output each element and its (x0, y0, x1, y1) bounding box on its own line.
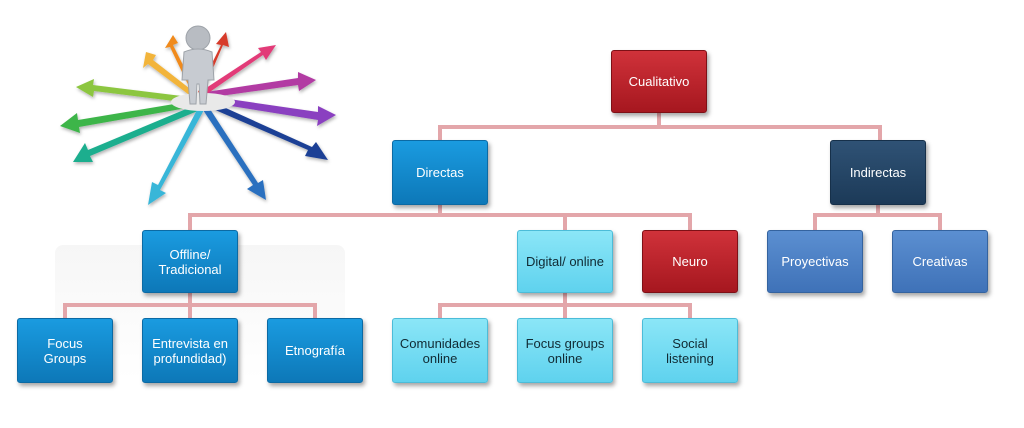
node-entrevista-profundidad: Entrevista en profundidad) (142, 318, 238, 383)
node-digital-online: Digital/ online (517, 230, 613, 293)
node-creativas: Creativas (892, 230, 988, 293)
arrow-icon-violet (206, 96, 336, 126)
node-offline-tradicional: Offline/ Tradicional (142, 230, 238, 293)
node-directas: Directas (392, 140, 488, 205)
arrow-icon-blue (203, 106, 266, 200)
node-focus-groups: Focus Groups (17, 318, 113, 383)
node-comunidades-online: Comunidades online (392, 318, 488, 383)
arrow-icon-orange (143, 52, 198, 100)
arrow-icon-light-green (76, 79, 198, 104)
node-proyectivas: Proyectivas (767, 230, 863, 293)
node-etnografia: Etnografía (267, 318, 363, 383)
node-neuro: Neuro (642, 230, 738, 293)
arrow-icon-teal (73, 104, 200, 162)
node-cualitativo: Cualitativo (611, 50, 707, 113)
node-focus-groups-online: Focus groups online (517, 318, 613, 383)
node-social-listening: Social listening (642, 318, 738, 383)
arrow-icon-pink (200, 45, 276, 96)
arrow-icon-purple (206, 72, 316, 98)
arrow-icon-cyan (148, 108, 204, 205)
arrow-icon-navy (206, 100, 328, 160)
person-icon (181, 25, 215, 105)
person-arrows-icon (60, 25, 336, 205)
arrow-icon-green (60, 100, 198, 133)
node-indirectas: Indirectas (830, 140, 926, 205)
